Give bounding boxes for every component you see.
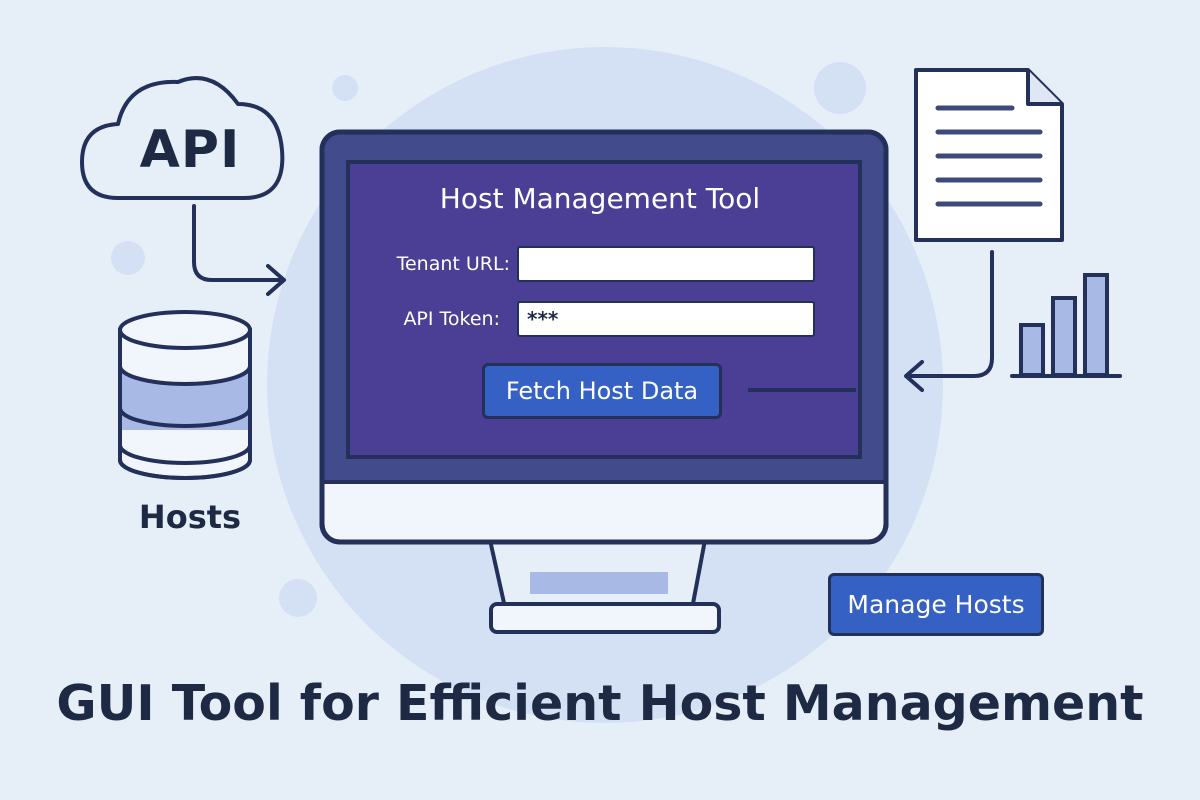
- api-label: API: [139, 120, 241, 180]
- cloud-icon: [80, 76, 285, 200]
- decor-dot: [332, 75, 358, 101]
- api-token-label: API Token:: [403, 308, 500, 330]
- decor-dot: [814, 62, 866, 114]
- document-icon: [914, 68, 1064, 242]
- database-icon: [118, 310, 252, 480]
- tool-title: Host Management Tool: [439, 182, 761, 215]
- document-flow-arrow: [904, 250, 994, 392]
- decor-dot: [111, 241, 145, 275]
- decor-dot: [279, 579, 317, 617]
- manage-hosts-button[interactable]: Manage Hosts: [828, 573, 1044, 636]
- api-flow-arrow: [192, 204, 286, 296]
- page-title: GUI Tool for Efficient Host Management: [56, 675, 1144, 732]
- fetch-host-data-button[interactable]: Fetch Host Data: [482, 363, 722, 419]
- api-token-input[interactable]: ***: [517, 301, 815, 337]
- bar-chart-icon: [1010, 273, 1122, 378]
- hosts-label: Hosts: [138, 498, 242, 536]
- tenant-url-label: Tenant URL:: [396, 253, 510, 275]
- tenant-url-input[interactable]: [517, 246, 815, 282]
